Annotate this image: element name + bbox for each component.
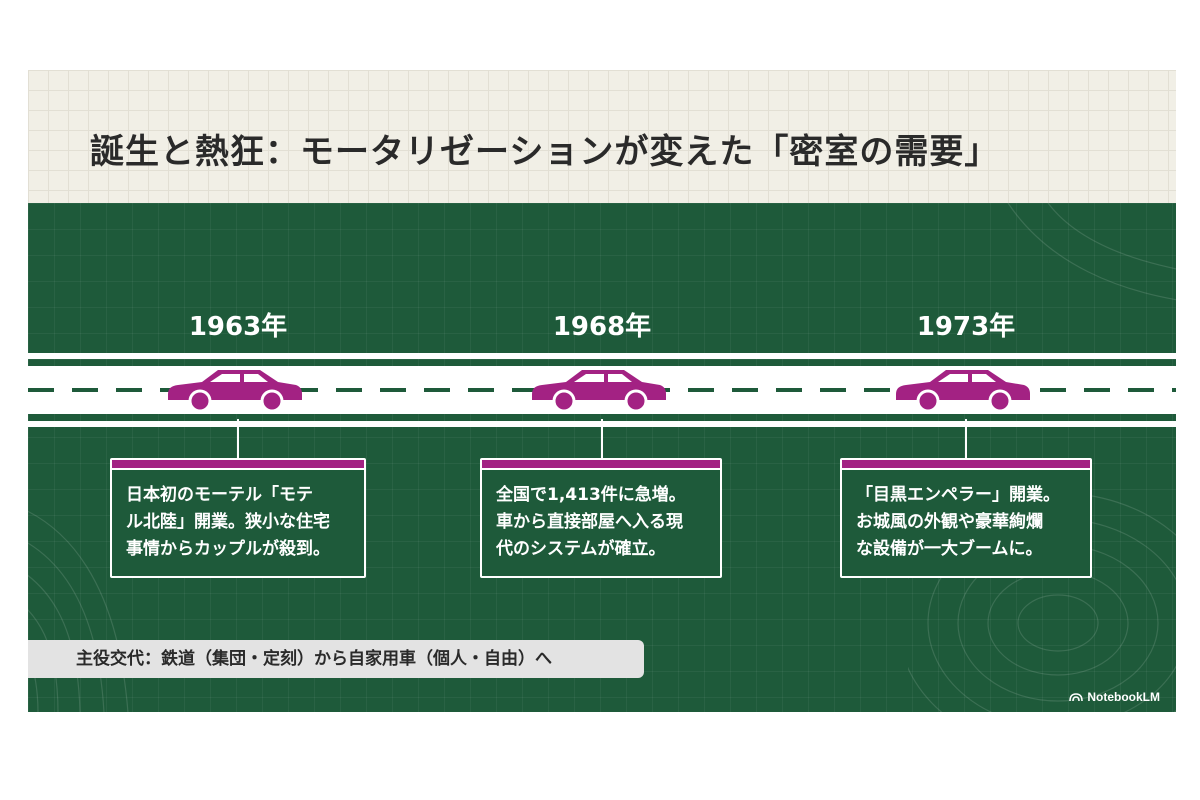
notebooklm-logo: NotebookLM <box>1069 690 1160 704</box>
event-line: 車から直接部屋へ入る現 <box>496 512 683 532</box>
card-accent-bar <box>482 460 720 470</box>
event-line: お城風の外観や豪華絢爛 <box>856 512 1043 532</box>
page-title: 誕生と熱狂：モータリゼーションが変えた「密室の需要」 <box>90 132 1000 172</box>
event-card-1968: 全国で1,413件に急増。 車から直接部屋へ入る現 代のシステムが確立。 <box>480 458 722 578</box>
connector-line <box>965 419 967 458</box>
event-line: 事情からカップルが殺到。 <box>126 539 330 559</box>
year-label-1968: 1968年 <box>552 312 652 342</box>
car-icon <box>168 370 302 412</box>
event-description: 日本初のモーテル「モテ ル北陸」開業。狭小な住宅 事情からカップルが殺到。 <box>112 470 364 563</box>
event-line: 日本初のモーテル「モテ <box>126 485 313 505</box>
notebooklm-logo-icon <box>1069 693 1084 702</box>
header: 誕生と熱狂：モータリゼーションが変えた「密室の需要」 <box>28 70 1176 203</box>
car-icon <box>532 370 666 412</box>
event-card-1973: 「目黒エンペラー」開業。 お城風の外観や豪華絢爛 な設備が一大ブームに。 <box>840 458 1092 578</box>
logo-text: NotebookLM <box>1087 690 1160 704</box>
slide: 誕生と熱狂：モータリゼーションが変えた「密室の需要」 <box>28 70 1176 712</box>
event-line: 「目黒エンペラー」開業。 <box>856 485 1060 505</box>
year-label-1963: 1963年 <box>188 312 288 342</box>
event-description: 「目黒エンペラー」開業。 お城風の外観や豪華絢爛 な設備が一大ブームに。 <box>842 470 1090 563</box>
event-description: 全国で1,413件に急増。 車から直接部屋へ入る現 代のシステムが確立。 <box>482 470 720 563</box>
event-line: な設備が一大ブームに。 <box>856 539 1043 559</box>
car-icon <box>896 370 1030 412</box>
connector-line <box>601 419 603 458</box>
event-line: ル北陸」開業。狭小な住宅 <box>126 512 330 532</box>
connector-line <box>237 419 239 458</box>
year-label-1973: 1973年 <box>916 312 1016 342</box>
timeline-panel: 1963年 1968年 1973年 <box>28 203 1176 712</box>
event-line: 全国で1,413件に急増。 <box>496 485 686 505</box>
card-accent-bar <box>842 460 1090 470</box>
event-line: 代のシステムが確立。 <box>496 539 666 559</box>
summary-banner: 主役交代：鉄道（集団・定刻）から自家用車（個人・自由）へ <box>28 640 644 678</box>
card-accent-bar <box>112 460 364 470</box>
event-card-1963: 日本初のモーテル「モテ ル北陸」開業。狭小な住宅 事情からカップルが殺到。 <box>110 458 366 578</box>
